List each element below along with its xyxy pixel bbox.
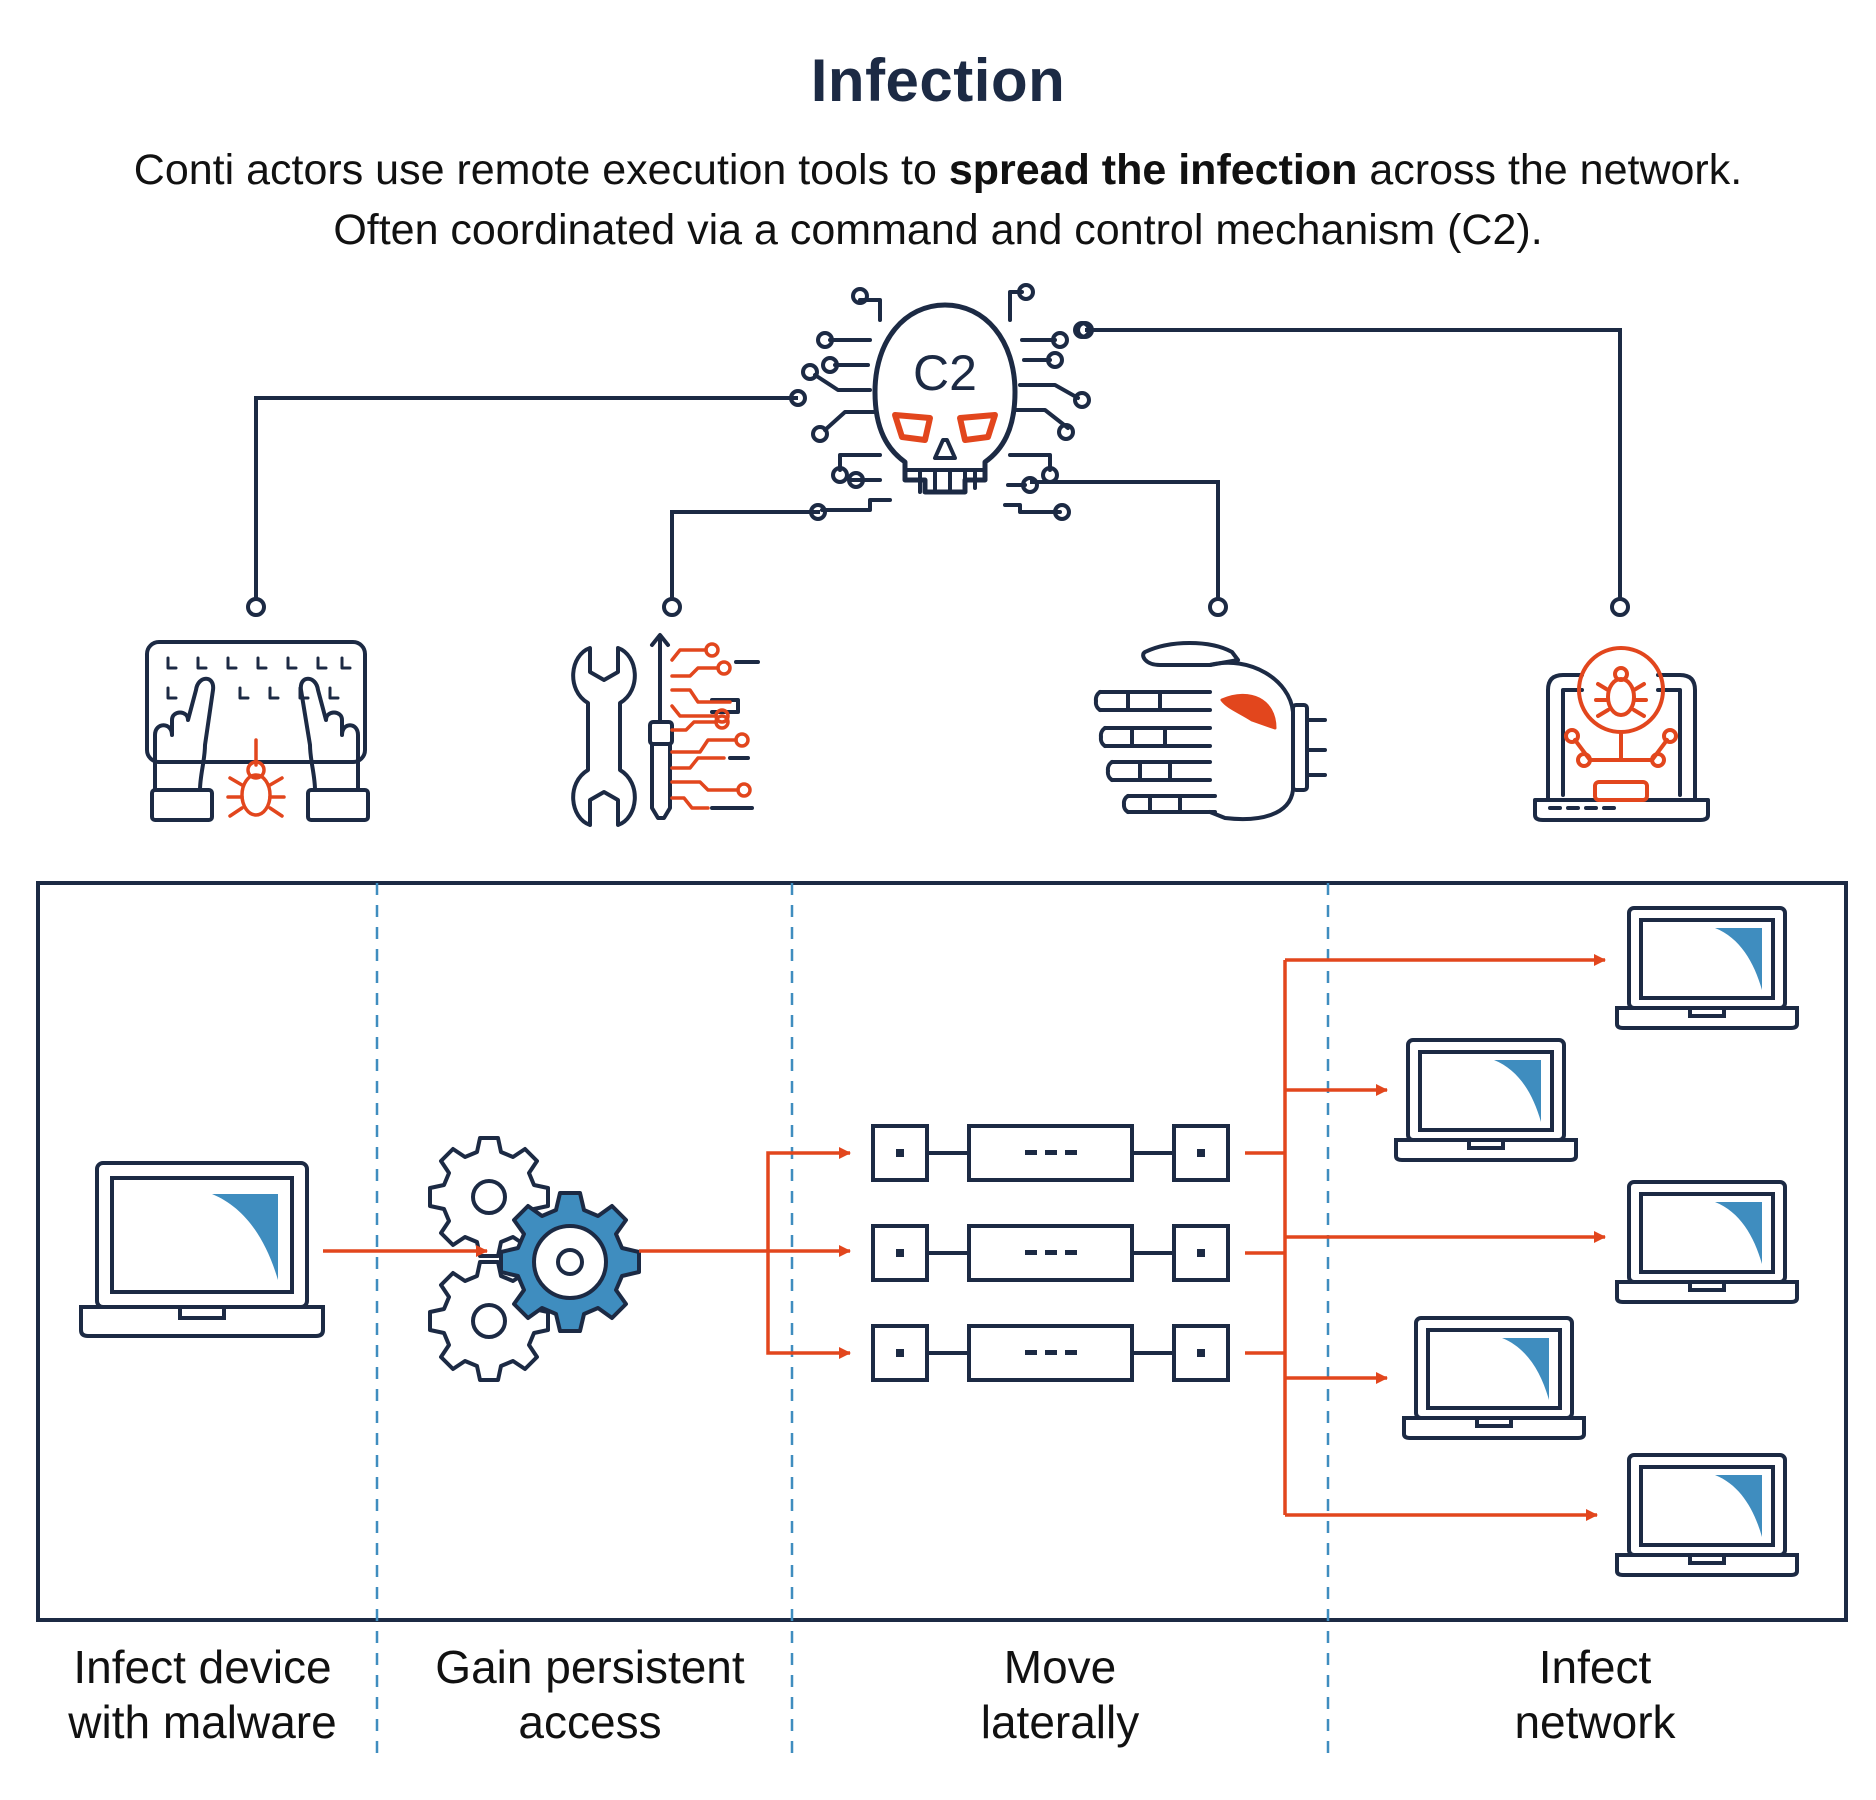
server-row-3 xyxy=(871,1324,1230,1382)
c2-label: C2 xyxy=(913,345,977,401)
page-subtitle: Conti actors use remote execution tools … xyxy=(0,140,1876,260)
laptop-bug-icon xyxy=(1533,646,1710,822)
server-row-1 xyxy=(871,1124,1230,1182)
bug-icon xyxy=(226,738,286,818)
c2-skull-icon xyxy=(789,283,1094,521)
keyboard-bug-icon xyxy=(145,640,370,822)
tools-circuit-icon xyxy=(571,633,760,827)
server-connections-icon xyxy=(871,1124,1230,1382)
gears-icon xyxy=(428,1136,641,1382)
subtitle-line-2: Often coordinated via a command and cont… xyxy=(333,206,1543,254)
flow-arrows xyxy=(323,954,1606,1521)
stage-label-persistent-access: Gain persistent access xyxy=(435,1641,745,1748)
subtitle-emphasis: spread the infection xyxy=(948,146,1358,194)
stage-label-move-laterally: Move laterally xyxy=(980,1641,1140,1748)
stage-label-infect-device: Infect device with malware xyxy=(68,1641,337,1748)
page-title: Infection xyxy=(810,47,1066,114)
c2-connectors xyxy=(246,328,1630,617)
laptop-icon xyxy=(1394,1038,1578,1162)
robot-hand-icon xyxy=(1093,641,1327,822)
server-row-2 xyxy=(871,1224,1230,1282)
laptop-icon xyxy=(1615,1180,1799,1304)
skull-eyes-icon xyxy=(892,412,998,443)
source-laptop-screen-glare xyxy=(212,1194,278,1280)
laptop-icon xyxy=(1615,906,1799,1030)
subtitle-line-1: Conti actors use remote execution tools … xyxy=(133,146,1743,194)
flow-frame xyxy=(36,881,1848,1622)
target-laptops xyxy=(1394,906,1799,1577)
server-dots xyxy=(896,1149,1205,1357)
stage-label-infect-network: Infect network xyxy=(1514,1641,1676,1748)
laptop-icon xyxy=(1402,1316,1586,1440)
stage-separators xyxy=(375,883,1330,1755)
source-laptop-icon xyxy=(79,1161,325,1338)
laptop-icon xyxy=(1615,1453,1799,1577)
